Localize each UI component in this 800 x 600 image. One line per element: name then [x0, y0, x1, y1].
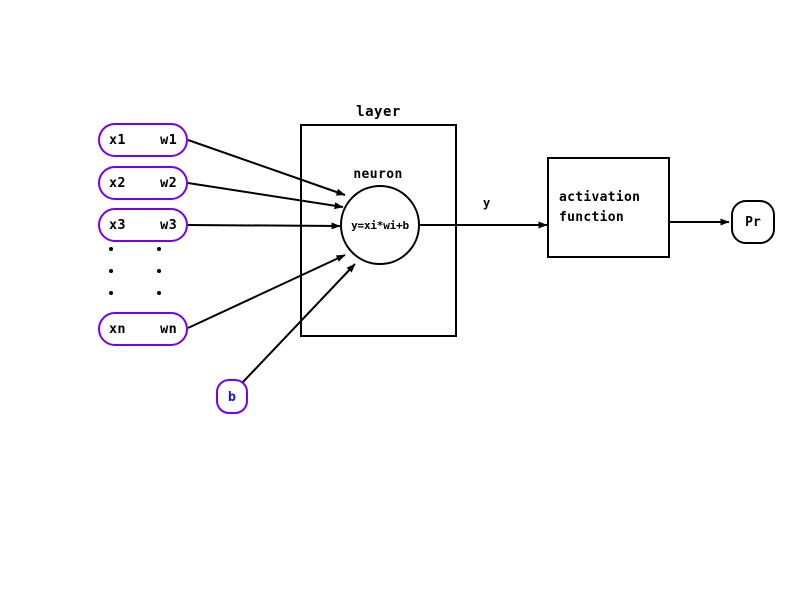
layer-label: layer [356, 104, 401, 120]
input-node-xn[interactable]: xn wn [98, 312, 188, 346]
input-node-x3[interactable]: x3 w3 [98, 208, 188, 242]
ellipsis-dot [109, 291, 113, 295]
layer-box [300, 124, 457, 337]
edge-bias-to-neuron [242, 263, 356, 383]
edge-x2-to-neuron [187, 182, 344, 210]
input-w-label: w3 [160, 217, 177, 233]
bias-label: b [227, 388, 237, 405]
ellipsis-dot [157, 247, 161, 251]
edge-label-y: y [483, 196, 491, 210]
input-node-x2[interactable]: x2 w2 [98, 166, 188, 200]
input-x-label: x2 [109, 175, 126, 191]
edge-x3-to-neuron [187, 222, 341, 230]
bias-node[interactable]: b [216, 379, 248, 414]
activation-function-box[interactable]: activation function [547, 157, 670, 258]
neuron-node[interactable]: y=xi*wi+b [340, 185, 420, 265]
edge-x1-to-neuron [187, 139, 346, 196]
input-x-label: xn [109, 321, 126, 337]
output-node-pr[interactable]: Pr [731, 200, 775, 244]
activation-label-line1: activation [559, 190, 641, 205]
activation-label-line2: function [559, 209, 625, 225]
ellipsis-dot [157, 269, 161, 273]
input-x-label: x1 [109, 132, 126, 148]
neuron-formula: y=xi*wi+b [351, 218, 409, 232]
output-label: Pr [745, 214, 761, 230]
input-w-label: w2 [160, 175, 177, 191]
input-node-x1[interactable]: x1 w1 [98, 123, 188, 157]
input-w-label: w1 [160, 132, 177, 148]
ellipsis-dot [109, 247, 113, 251]
neuron-label: neuron [353, 167, 403, 182]
input-w-label: wn [160, 321, 177, 337]
ellipsis-dot [157, 291, 161, 295]
input-x-label: x3 [109, 217, 126, 233]
edge-xn-to-neuron [187, 254, 346, 329]
ellipsis-dot [109, 269, 113, 273]
